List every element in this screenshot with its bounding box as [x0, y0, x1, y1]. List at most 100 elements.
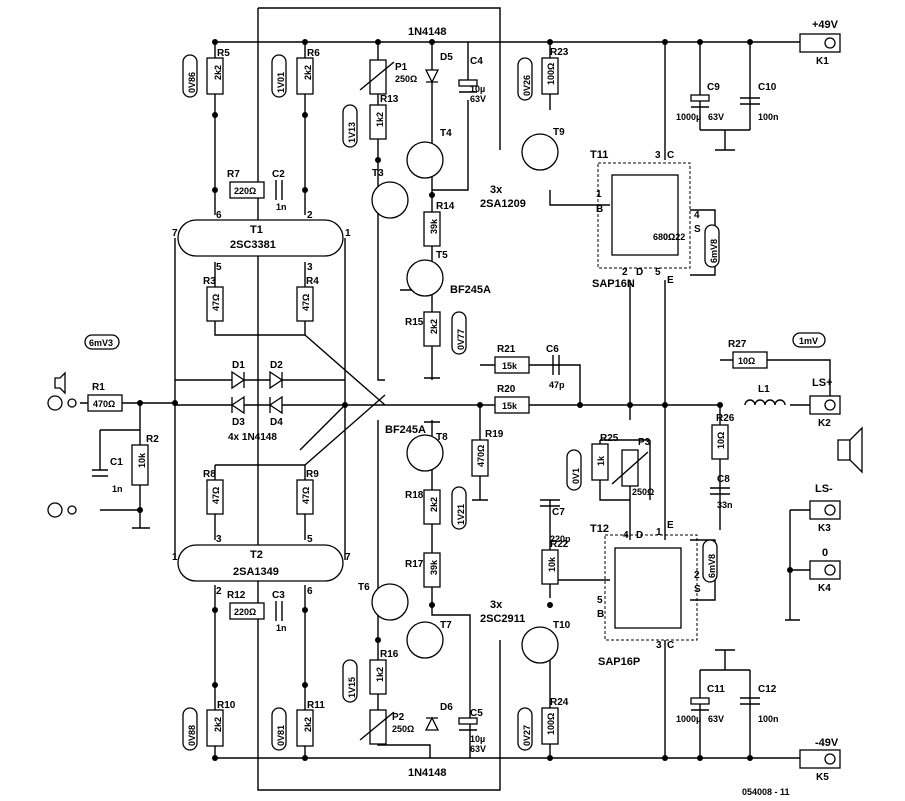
svg-text:E: E — [667, 520, 674, 531]
svg-text:2k2: 2k2 — [303, 717, 313, 732]
svg-text:1k: 1k — [596, 455, 606, 466]
svg-text:100n: 100n — [758, 112, 779, 122]
svg-text:R22: R22 — [550, 539, 569, 550]
svg-text:R5: R5 — [217, 48, 230, 59]
svg-text:R4: R4 — [306, 276, 319, 287]
svg-text:SAP16N: SAP16N — [592, 278, 635, 290]
svg-text:R26: R26 — [716, 413, 735, 424]
svg-text:2SC3381: 2SC3381 — [230, 239, 276, 251]
svg-text:1k2: 1k2 — [375, 667, 385, 682]
svg-text:6mV8: 6mV8 — [709, 239, 719, 263]
svg-text:2: 2 — [622, 267, 628, 278]
svg-text:1: 1 — [596, 189, 602, 200]
svg-text:T2: T2 — [250, 549, 263, 561]
audio-in-icon — [54, 371, 66, 395]
svg-text:2k2: 2k2 — [429, 497, 439, 512]
svg-text:100Ω: 100Ω — [546, 713, 556, 735]
svg-text:1000µ: 1000µ — [676, 112, 701, 122]
svg-text:R27: R27 — [728, 339, 747, 350]
svg-text:680Ω: 680Ω — [653, 232, 675, 242]
svg-text:39k: 39k — [429, 218, 439, 234]
svg-text:R19: R19 — [485, 429, 504, 440]
svg-text:T7: T7 — [440, 620, 452, 631]
svg-text:D4: D4 — [270, 417, 283, 428]
svg-text:0V77: 0V77 — [456, 329, 466, 350]
svg-text:LS-: LS- — [815, 483, 833, 495]
svg-text:R21: R21 — [497, 344, 516, 355]
svg-text:R2: R2 — [146, 434, 159, 445]
svg-text:0: 0 — [822, 547, 828, 559]
svg-text:7: 7 — [345, 552, 351, 563]
svg-text:B: B — [597, 609, 604, 620]
svg-text:R1: R1 — [92, 382, 105, 393]
svg-text:K5: K5 — [816, 772, 829, 783]
svg-text:T10: T10 — [553, 620, 571, 631]
svg-text:R17: R17 — [405, 559, 424, 570]
svg-text:R11: R11 — [307, 700, 325, 711]
svg-text:0V86: 0V86 — [187, 72, 197, 93]
svg-text:R12: R12 — [227, 590, 246, 601]
svg-text:250Ω: 250Ω — [395, 74, 417, 84]
svg-text:2k2: 2k2 — [429, 319, 439, 334]
svg-text:220Ω: 220Ω — [234, 186, 256, 196]
svg-text:0V26: 0V26 — [522, 75, 532, 96]
svg-text:T5: T5 — [436, 250, 448, 261]
svg-text:2: 2 — [694, 570, 700, 581]
svg-text:3: 3 — [307, 262, 313, 273]
svg-text:250Ω: 250Ω — [632, 487, 654, 497]
svg-text:0V88: 0V88 — [187, 725, 197, 746]
svg-text:100n: 100n — [758, 714, 779, 724]
svg-text:R9: R9 — [306, 469, 319, 480]
speaker-icon — [837, 439, 851, 461]
svg-text:R20: R20 — [497, 384, 516, 395]
svg-text:6mV8: 6mV8 — [707, 554, 717, 578]
figure-code: 054008 - 11 — [742, 787, 790, 797]
svg-text:D5: D5 — [440, 52, 453, 63]
svg-text:220p: 220p — [550, 534, 571, 544]
svg-text:1k2: 1k2 — [375, 112, 385, 127]
svg-text:2SA1349: 2SA1349 — [233, 566, 279, 578]
svg-text:6: 6 — [307, 586, 313, 597]
svg-text:R25: R25 — [600, 433, 619, 444]
svg-text:T1: T1 — [250, 224, 263, 236]
ground-jack-icon — [47, 502, 63, 518]
svg-text:2SC2911: 2SC2911 — [480, 613, 525, 625]
svg-text:1n: 1n — [276, 202, 287, 212]
resistor-r2 — [131, 444, 149, 486]
svg-text:0V81: 0V81 — [276, 725, 286, 746]
svg-text:10Ω: 10Ω — [738, 356, 755, 366]
svg-text:R14: R14 — [436, 201, 455, 212]
svg-text:4: 4 — [623, 530, 629, 541]
svg-text:BF245A: BF245A — [385, 424, 426, 436]
svg-text:250Ω: 250Ω — [392, 724, 414, 734]
svg-text:C: C — [667, 150, 674, 161]
svg-text:1n: 1n — [276, 623, 287, 633]
svg-text:10µ: 10µ — [470, 84, 485, 94]
svg-text:2k2: 2k2 — [213, 717, 223, 732]
inductor-l1: L1 — [744, 384, 786, 406]
svg-text:S: S — [694, 224, 701, 235]
svg-text:2k2: 2k2 — [303, 65, 313, 80]
svg-text:47Ω: 47Ω — [301, 487, 311, 504]
svg-text:R18: R18 — [405, 490, 424, 501]
svg-text:T12: T12 — [590, 523, 609, 535]
svg-text:5: 5 — [597, 595, 603, 606]
svg-text:47Ω: 47Ω — [301, 294, 311, 311]
svg-text:1n: 1n — [112, 484, 123, 494]
svg-text:3: 3 — [216, 534, 222, 545]
rail-pos-label: +49V — [812, 19, 839, 31]
svg-text:6mV3: 6mV3 — [89, 338, 113, 348]
svg-text:47p: 47p — [549, 380, 565, 390]
svg-text:K1: K1 — [816, 56, 829, 67]
middle-transistors: T4 T3 T5 BF245A T8 BF245A T6 T7 T9 T10 3… — [358, 127, 571, 664]
svg-text:1: 1 — [656, 527, 662, 538]
svg-text:BF245A: BF245A — [450, 284, 491, 296]
output-connectors: LS+ K2 LS- K3 0 K4 — [785, 377, 863, 621]
svg-text:R16: R16 — [380, 649, 399, 660]
svg-text:1V01: 1V01 — [276, 72, 286, 93]
svg-text:K3: K3 — [818, 523, 831, 534]
